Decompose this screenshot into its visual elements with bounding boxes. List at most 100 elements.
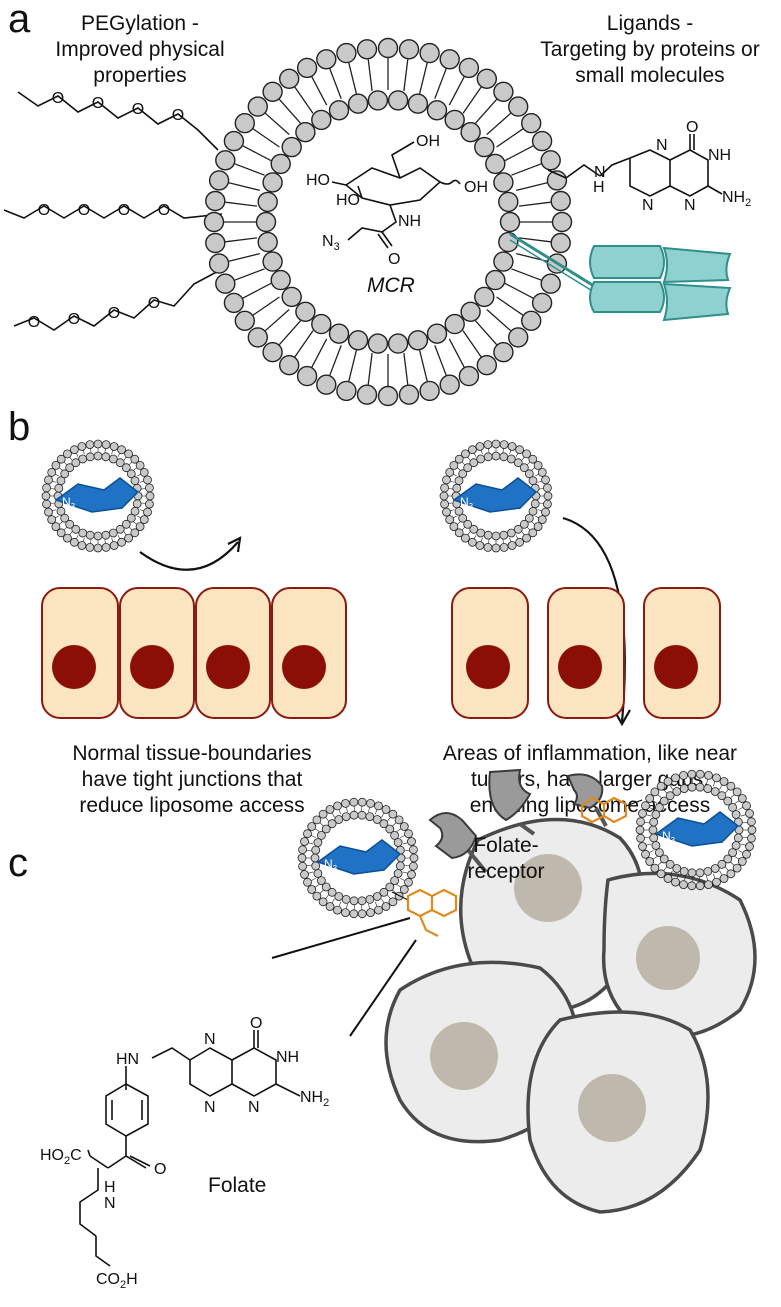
lipid-head — [442, 475, 451, 485]
lipid-head — [56, 454, 66, 464]
svg-text:O: O — [38, 202, 50, 219]
lipid-tail — [374, 901, 378, 907]
lipid-head — [485, 269, 506, 291]
svg-text:have tight junctions that: have tight junctions that — [82, 768, 303, 791]
lipid-tail — [480, 537, 483, 542]
svg-text:Areas of inflammation, like ne: Areas of inflammation, like near — [443, 742, 737, 765]
lipid-tail — [306, 864, 312, 867]
lipid-head — [365, 812, 375, 821]
zoom-connector-lines — [271, 917, 417, 1037]
lipid-head — [439, 49, 460, 70]
lipid-tail — [648, 807, 654, 810]
lipid-head — [311, 313, 332, 335]
sugar-icon-left: N3 — [54, 477, 140, 513]
lipid-head — [483, 530, 493, 540]
lipid-head — [731, 841, 741, 850]
pterin-amine-h: H — [593, 179, 605, 196]
lipid-tail — [462, 86, 482, 114]
lipid-tail — [461, 461, 466, 466]
lipid-head — [143, 507, 152, 517]
folate-atom-labels: O N NH HN N N NH2 HO2C O H N CO2H — [40, 1015, 329, 1291]
lipid-head — [316, 374, 337, 395]
lipid-head — [521, 310, 542, 331]
lipid-head — [349, 909, 359, 919]
lipid-tail — [684, 779, 686, 785]
lipid-tail — [329, 345, 342, 376]
lipid-tail — [331, 898, 335, 904]
lipid-head — [307, 885, 317, 894]
lipid-tail — [467, 531, 471, 535]
lipid-tail — [252, 296, 280, 316]
normal-tissue-cells — [41, 587, 347, 719]
svg-text:HN: HN — [116, 1051, 139, 1068]
lipid-tail — [329, 68, 342, 99]
lipid-head — [732, 863, 742, 873]
lipid-tail — [418, 62, 428, 94]
lipid-head — [645, 794, 655, 803]
folate-ho2c: HO2C — [40, 1147, 82, 1167]
lipid-tail — [400, 835, 406, 838]
lipid-tail — [539, 502, 544, 504]
antibody-ligand — [509, 232, 732, 322]
lipid-tail — [278, 98, 301, 124]
lipid-head — [426, 100, 448, 121]
lipid-head — [60, 469, 70, 479]
lipid-head — [298, 845, 308, 855]
lipid-head — [313, 838, 323, 847]
lipid-head — [325, 805, 335, 814]
lipid-head — [449, 460, 459, 470]
pterin-n-bottom-right: N — [684, 197, 696, 214]
lipid-tail — [367, 352, 373, 385]
lipid-tail — [719, 784, 723, 790]
lipid-head — [522, 533, 531, 543]
ligand-caption: Ligands - Targeting by proteins or small… — [540, 12, 759, 87]
lipid-head — [426, 323, 448, 344]
lipid-tail — [111, 537, 114, 542]
lipid-head — [636, 833, 645, 843]
lipid-head — [388, 897, 398, 907]
lipid-head — [296, 365, 318, 387]
svg-text:O: O — [250, 1015, 262, 1032]
folate-label: Folate — [208, 1174, 266, 1197]
lipid-head — [543, 499, 552, 509]
lipid-head — [493, 172, 514, 193]
lipid-tail — [59, 467, 63, 471]
lipid-head — [519, 519, 529, 529]
lipid-head — [543, 483, 552, 493]
lipid-head — [295, 121, 316, 143]
lipid-head — [341, 908, 350, 917]
lipid-head — [54, 483, 64, 493]
lipid-head — [121, 519, 131, 529]
lipid-head — [357, 797, 367, 807]
lipid-head — [390, 831, 400, 840]
peg-caption-line-3: properties — [93, 64, 186, 87]
pterin-n-bottom-left: N — [642, 197, 654, 214]
lipid-head — [56, 528, 66, 538]
lipid-head — [663, 874, 673, 883]
lipid-tail — [730, 861, 735, 866]
lipid-tail — [509, 450, 512, 455]
lipid-head — [47, 515, 57, 524]
lipid-head — [524, 469, 534, 479]
lipid-tail — [308, 871, 314, 874]
lipid-head — [469, 524, 479, 534]
lipid-head — [132, 499, 142, 509]
lipid-head — [130, 528, 140, 538]
lipid-head — [143, 475, 152, 485]
lipid-tail — [69, 531, 73, 535]
lipid-tail — [742, 821, 748, 824]
lipid-head — [533, 522, 543, 531]
lipid-head — [316, 831, 326, 840]
lipid-head — [215, 273, 236, 294]
lipid-head — [550, 232, 571, 254]
lipid-head — [367, 333, 389, 354]
lipid-head — [262, 172, 283, 193]
lipid-head — [665, 859, 675, 869]
sugar-icon-bound-left: N3 — [316, 839, 402, 875]
lipid-head — [109, 442, 119, 451]
lipid-tail — [225, 237, 258, 243]
lipid-tail — [392, 889, 397, 894]
azide-label-right: N3 — [460, 495, 474, 511]
lipid-head — [671, 773, 680, 783]
